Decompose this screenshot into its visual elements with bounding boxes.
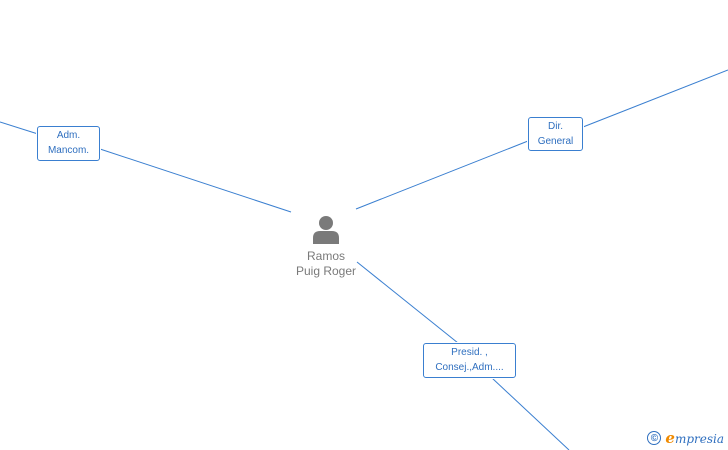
role-box-adm-mancom[interactable]: Adm. Mancom. xyxy=(37,126,100,161)
edge-dir-general-to-center xyxy=(355,140,529,210)
role-label-line2: General xyxy=(537,136,574,147)
person-name-line1: Ramos xyxy=(306,249,345,263)
role-box-presid-consej-adm[interactable]: Presid. , Consej.,Adm.... xyxy=(423,343,516,378)
person-name: Ramos Puig Roger xyxy=(280,249,372,279)
role-label-line2: Consej.,Adm.... xyxy=(435,362,504,373)
role-label-line1: Adm. xyxy=(56,130,81,141)
role-box-dir-general[interactable]: Dir. General xyxy=(528,117,583,151)
brand-name-rest: mpresia xyxy=(674,432,724,446)
edge-center-to-presid xyxy=(356,261,459,344)
edge-presid-down xyxy=(491,377,570,450)
person-name-line2: Puig Roger xyxy=(295,264,357,278)
brand-logo: © empresia xyxy=(647,429,724,447)
copyright-icon: © xyxy=(647,431,662,445)
role-label-line2: Mancom. xyxy=(47,145,90,156)
edge-to-dir-general-right xyxy=(582,69,728,128)
edge-to-adm-mancom-left xyxy=(0,121,39,135)
person-icon xyxy=(313,216,339,244)
role-label-line1: Dir. xyxy=(548,121,563,132)
brand-name: empresia xyxy=(665,429,724,447)
center-person-node[interactable]: Ramos Puig Roger xyxy=(280,214,372,279)
brand-initial: e xyxy=(665,429,675,447)
edge-adm-mancom-to-center xyxy=(99,148,292,213)
role-label-line1: Presid. , xyxy=(451,347,488,358)
